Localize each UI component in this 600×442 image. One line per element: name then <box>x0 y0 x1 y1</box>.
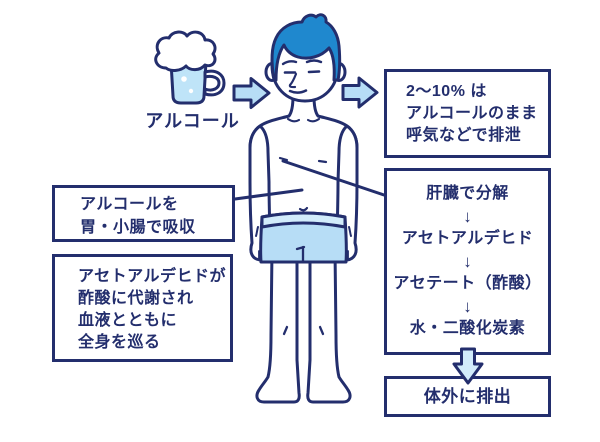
circulate-box-line: 酢酸に代謝され <box>78 290 194 307</box>
leader-line-stomach <box>233 188 304 201</box>
down-arrow-glyph: ↓ <box>463 297 472 316</box>
circulate-box-line: 全身を巡る <box>78 334 161 351</box>
circulate-box-line: 血液とともに <box>78 312 178 329</box>
exhale-box-line: 呼気などで排泄 <box>406 127 522 144</box>
circulate-box: アセトアルデヒドが 酢酸に代謝され 血液とともに 全身を巡る <box>52 254 233 362</box>
exhale-box: 2〜10% は アルコールのまま 呼気などで排泄 <box>384 69 551 158</box>
liver-step: 肝臓で分解 <box>426 185 509 202</box>
excrete-box: 体外に排出 <box>384 376 551 417</box>
beer-label: アルコール <box>145 111 240 131</box>
beer-mug-icon <box>154 30 226 105</box>
absorb-box: アルコールを 胃・小腸で吸収 <box>52 185 235 242</box>
excrete-box-label: 体外に排出 <box>423 386 512 406</box>
liver-step: アセトアルデヒド <box>401 230 534 247</box>
exhale-box-line: 2〜10% は <box>406 83 487 100</box>
circulate-box-line: アセトアルデヒドが <box>78 268 227 285</box>
right-arrow-icon <box>341 76 379 109</box>
absorb-box-line: アルコールを <box>80 196 179 213</box>
down-arrow-glyph: ↓ <box>463 207 472 226</box>
exhale-box-line: アルコールのまま <box>406 105 538 122</box>
standing-man-icon <box>248 13 359 404</box>
right-arrow-icon <box>232 77 271 109</box>
absorb-box-line: 胃・小腸で吸収 <box>80 219 196 236</box>
liver-step: 水・二酸化炭素 <box>409 320 526 337</box>
leader-line-liver <box>281 159 386 197</box>
liver-step: アセテート（酢酸） <box>393 275 542 292</box>
down-arrow-glyph: ↓ <box>463 252 472 271</box>
liver-breakdown-box: 肝臓で分解 ↓ アセトアルデヒド ↓ アセテート（酢酸） ↓ 水・二酸化炭素 <box>384 168 551 355</box>
